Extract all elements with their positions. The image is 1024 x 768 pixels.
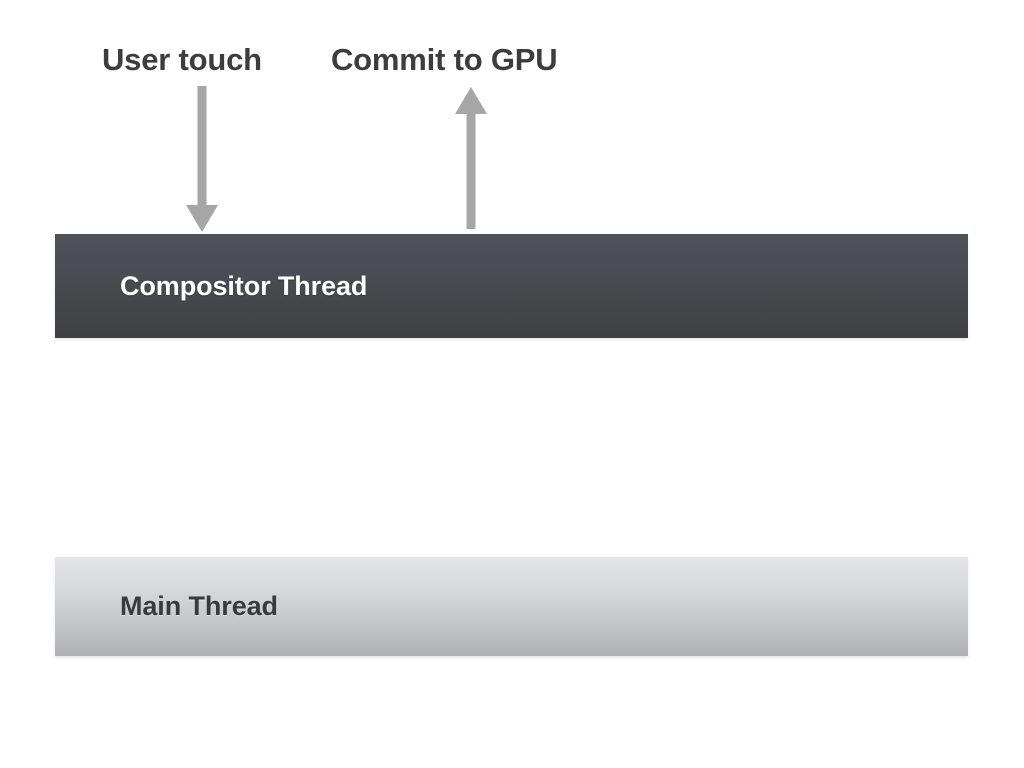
lane-label-compositor-thread: Compositor Thread [120,270,368,301]
lane-main-thread: Main Thread [55,557,968,656]
arrow-up-icon [455,87,487,229]
annotation-label-user-touch: User touch [102,42,262,77]
lane-label-main-thread: Main Thread [120,591,278,621]
lane-compositor-thread: Compositor Thread [55,234,968,338]
annotation-label-commit-gpu: Commit to GPU [331,42,558,77]
arrow-down-icon [186,86,218,232]
